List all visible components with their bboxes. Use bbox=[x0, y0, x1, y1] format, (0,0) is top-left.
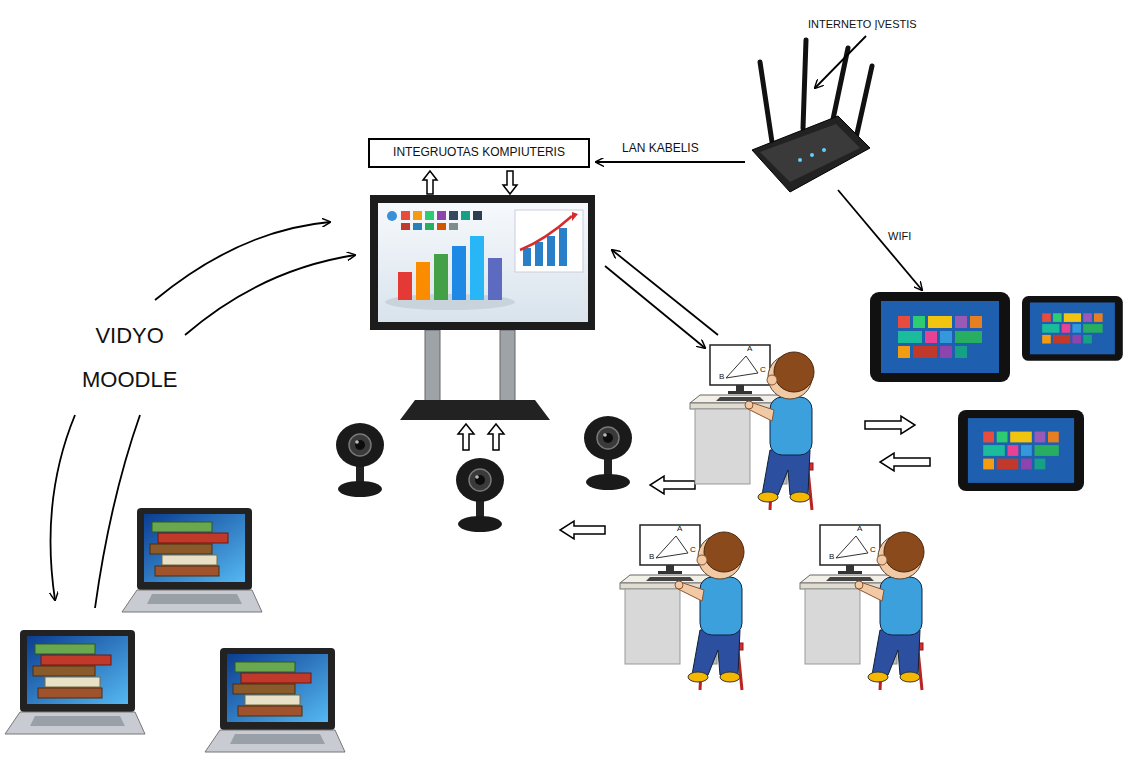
vertex-letter: B bbox=[719, 373, 724, 381]
wifi-label: WIFI bbox=[888, 230, 911, 243]
vertex-letter: A bbox=[857, 525, 862, 533]
cable-label: LAN KABELIS bbox=[622, 142, 699, 156]
vertex-letter: C bbox=[870, 546, 876, 554]
box-label: INTEGRUOTAS KOMPIUTERIS bbox=[393, 146, 565, 159]
software-label: VIDYO MOODLE bbox=[82, 314, 177, 402]
vertex-letter: B bbox=[649, 553, 654, 561]
computer-box: INTEGRUOTAS KOMPIUTERIS bbox=[368, 138, 590, 168]
vertex-letter: A bbox=[677, 525, 682, 533]
input-label: INTERNETO ĮVESTIS bbox=[808, 18, 917, 31]
students bbox=[620, 345, 924, 690]
vertex-letter: C bbox=[760, 366, 766, 374]
interactive-board bbox=[370, 195, 595, 420]
hollow-arrows bbox=[423, 171, 930, 539]
laptops bbox=[5, 508, 345, 752]
webcams bbox=[336, 416, 632, 532]
router-icon bbox=[752, 40, 872, 192]
vertex-letter: A bbox=[747, 345, 752, 353]
tablets bbox=[870, 292, 1123, 491]
vertex-letter: B bbox=[829, 553, 834, 561]
vertex-letter: C bbox=[690, 546, 696, 554]
